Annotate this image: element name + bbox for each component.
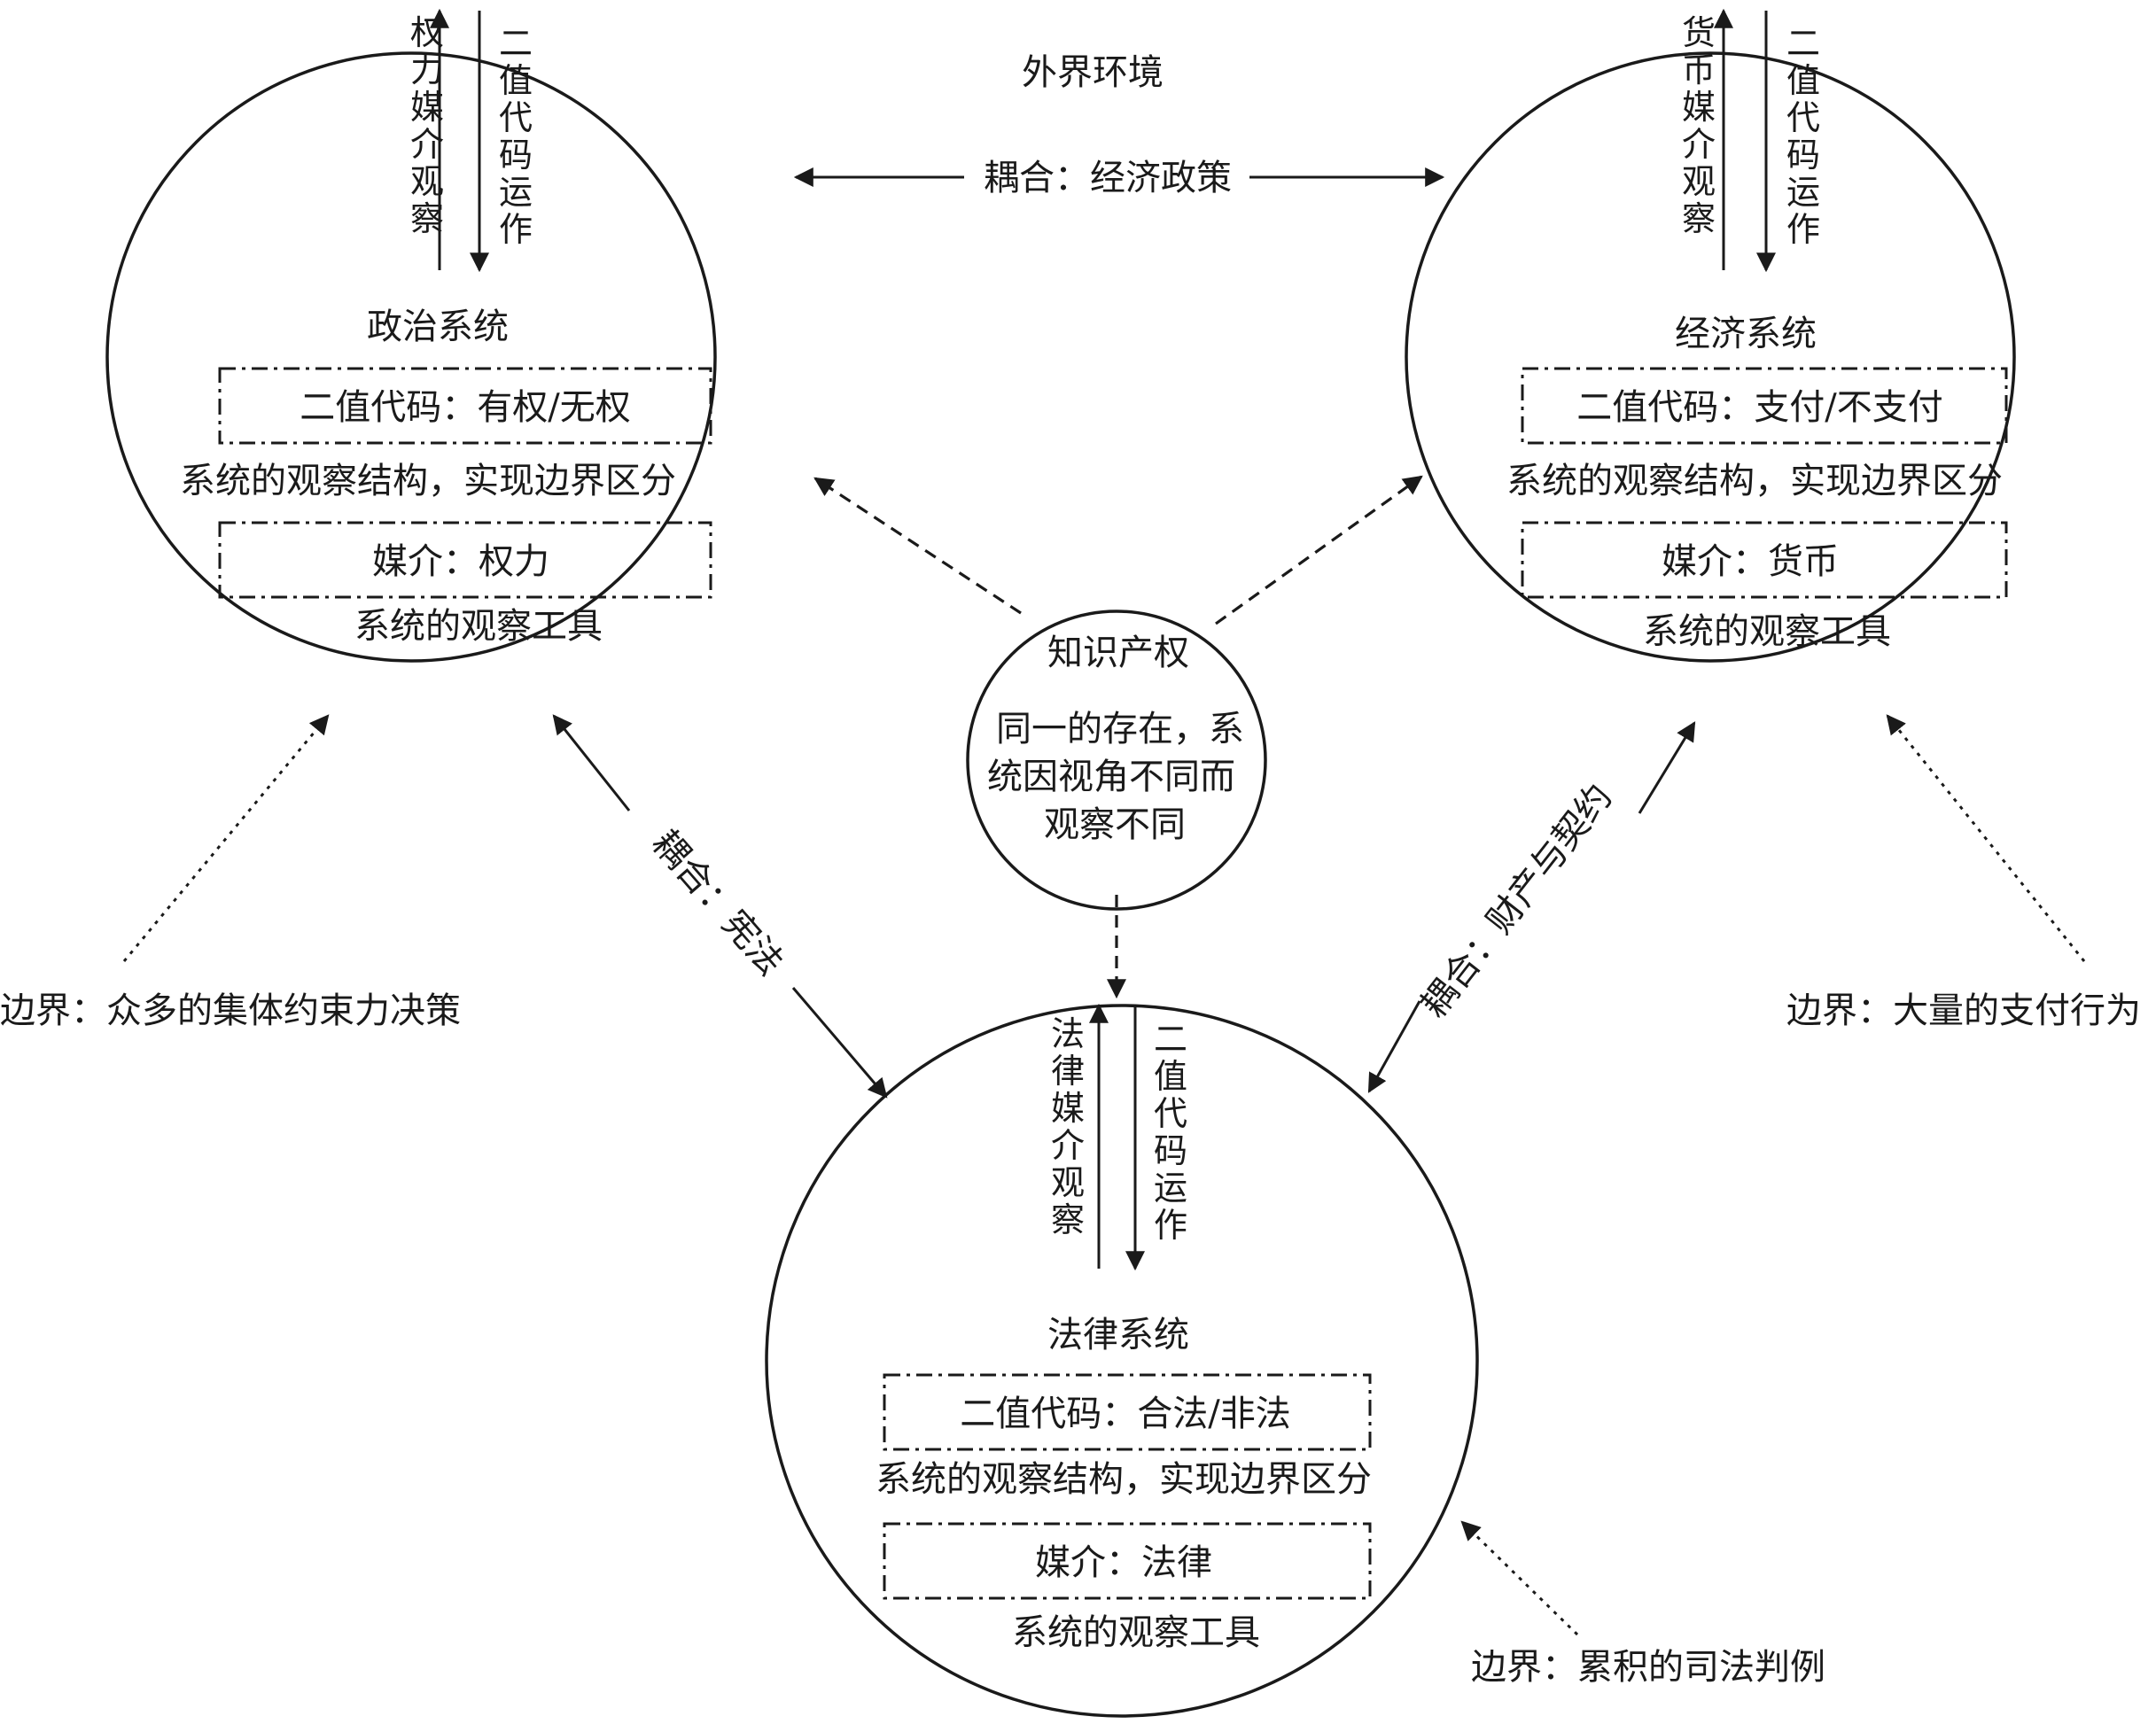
legal-code-operate-char: 码 xyxy=(1154,1131,1187,1170)
economic-structure-label: 系统的观察结构，实现边界区分 xyxy=(1506,461,2003,501)
political-system: 权 力 媒 介 观 察 二 值 代 码 运 作 政治系统 二值代码：有权/无权 … xyxy=(180,8,712,647)
coupling-right-arrow-down xyxy=(1367,1000,1421,1093)
legal-media-box xyxy=(883,1522,1372,1600)
economic-media-observe-char: 察 xyxy=(1682,199,1716,238)
political-code-box-label: 二值代码：有权/无权 xyxy=(300,387,630,428)
legal-system-circle xyxy=(765,1004,1479,1718)
boundary-legal-label: 边界：累积的司法判例 xyxy=(1471,1647,1825,1688)
coupling-right-arrow-up xyxy=(1638,721,1696,814)
economic-code-operate-char: 作 xyxy=(1786,210,1820,249)
legal-code-operate-char: 二 xyxy=(1154,1020,1187,1059)
economic-code-operate: 二 值 代 码 运 作 xyxy=(1786,24,1831,249)
economic-system-circle xyxy=(1405,51,2016,663)
economic-media-observe-char: 观 xyxy=(1682,162,1716,201)
economic-tool-label: 系统的观察工具 xyxy=(1643,611,1891,652)
boundary-economic-label: 边界：大量的支付行为 xyxy=(1786,990,2141,1031)
economic-media-observe-char: 媒 xyxy=(1682,88,1716,127)
political-code-operate: 二 值 代 码 运 作 xyxy=(499,24,543,249)
political-media-observe: 权 力 媒 介 观 察 xyxy=(410,13,455,238)
legal-code-operate: 二 值 代 码 运 作 xyxy=(1154,1020,1198,1245)
ip-title: 知识产权 xyxy=(1047,633,1189,673)
economic-code-box-label: 二值代码：支付/不支付 xyxy=(1576,387,1942,428)
ip-to-economic-arrow xyxy=(1215,475,1423,625)
coupling-left-label: 耦合：宪法 xyxy=(644,823,791,983)
coupling-left-arrow-down xyxy=(791,987,888,1099)
legal-media-observe: 法 律 媒 介 观 察 xyxy=(1051,1014,1095,1239)
economic-code-operate-char: 码 xyxy=(1786,136,1820,175)
political-code-operate-char: 值 xyxy=(499,61,533,100)
economic-title: 经济系统 xyxy=(1675,314,1817,354)
political-code-operate-char: 二 xyxy=(499,24,533,63)
ip-desc-line1: 同一的存在，系 xyxy=(996,709,1244,749)
ip-desc-line2: 统因视角不同而 xyxy=(987,757,1235,797)
political-code-operate-char: 码 xyxy=(499,136,533,175)
economic-code-operate-char: 代 xyxy=(1786,98,1820,137)
economic-code-operate-char: 运 xyxy=(1786,173,1820,212)
political-media-box-label: 媒介：权力 xyxy=(372,541,549,582)
economic-media-observe: 货 币 媒 介 观 察 xyxy=(1682,13,1726,238)
legal-structure-label: 系统的观察结构，实现边界区分 xyxy=(876,1459,1372,1500)
ip-to-political-arrow xyxy=(813,477,1022,615)
economic-media-observe-char: 介 xyxy=(1682,125,1716,164)
legal-code-operate-char: 值 xyxy=(1154,1057,1187,1096)
political-code-operate-char: 运 xyxy=(499,173,533,212)
political-title: 政治系统 xyxy=(367,307,509,347)
legal-tool-label: 系统的观察工具 xyxy=(1012,1612,1260,1653)
legal-media-observe-char: 律 xyxy=(1051,1052,1085,1091)
coupling-left-arrow-up xyxy=(552,714,631,812)
legal-media-box-label: 媒介：法律 xyxy=(1035,1542,1212,1583)
political-structure-label: 系统的观察结构，实现边界区分 xyxy=(180,461,676,501)
legal-code-operate-char: 代 xyxy=(1154,1094,1187,1133)
legal-title: 法律系统 xyxy=(1047,1315,1189,1355)
coupling-top-label: 耦合：经济政策 xyxy=(984,158,1232,198)
political-code-operate-char: 作 xyxy=(499,210,533,249)
political-code-box xyxy=(218,367,712,445)
economic-code-box xyxy=(1521,367,2008,445)
political-system-circle xyxy=(105,51,717,663)
legal-system: 法 律 媒 介 观 察 二 值 代 码 运 作 法律系统 二值代码：合法/非法 … xyxy=(876,1003,1372,1653)
ip-node: 知识产权 同一的存在，系 统因视角不同而 观察不同 xyxy=(987,633,1244,845)
boundary-political-arrow xyxy=(122,714,330,962)
economic-code-operate-char: 值 xyxy=(1786,61,1820,100)
boundary-political-label: 边界：众多的集体约束力决策 xyxy=(0,990,461,1031)
coupling-right-label: 耦合：财产与契约 xyxy=(1413,777,1620,1025)
environment-label: 外界环境 xyxy=(1022,52,1164,93)
legal-code-box-label: 二值代码：合法/非法 xyxy=(960,1394,1290,1434)
legal-code-box xyxy=(883,1373,1372,1451)
economic-code-operate-char: 二 xyxy=(1786,24,1820,63)
economic-media-box-label: 媒介：货币 xyxy=(1662,541,1839,582)
legal-media-observe-char: 察 xyxy=(1051,1200,1085,1239)
legal-media-observe-char: 媒 xyxy=(1051,1089,1085,1128)
ip-circle xyxy=(966,610,1267,911)
political-tool-label: 系统的观察工具 xyxy=(354,606,603,647)
legal-code-operate-char: 运 xyxy=(1154,1169,1187,1208)
economic-system: 货 币 媒 介 观 察 二 值 代 码 运 作 经济系统 二值代码：支付/不支付… xyxy=(1506,8,2008,652)
boundary-legal-arrow xyxy=(1460,1520,1579,1636)
economic-media-observe-char: 货 xyxy=(1682,13,1716,52)
legal-code-operate-char: 作 xyxy=(1154,1206,1187,1245)
economic-media-box xyxy=(1521,521,2008,599)
ip-desc-line3: 观察不同 xyxy=(1044,804,1186,845)
political-media-box xyxy=(218,521,712,599)
legal-media-observe-char: 法 xyxy=(1051,1014,1085,1053)
political-code-operate-char: 代 xyxy=(499,98,533,137)
legal-media-observe-char: 观 xyxy=(1051,1163,1085,1202)
legal-media-observe-char: 介 xyxy=(1051,1126,1085,1165)
economic-media-observe-char: 币 xyxy=(1682,50,1716,89)
boundary-economic-arrow xyxy=(1886,714,2086,962)
